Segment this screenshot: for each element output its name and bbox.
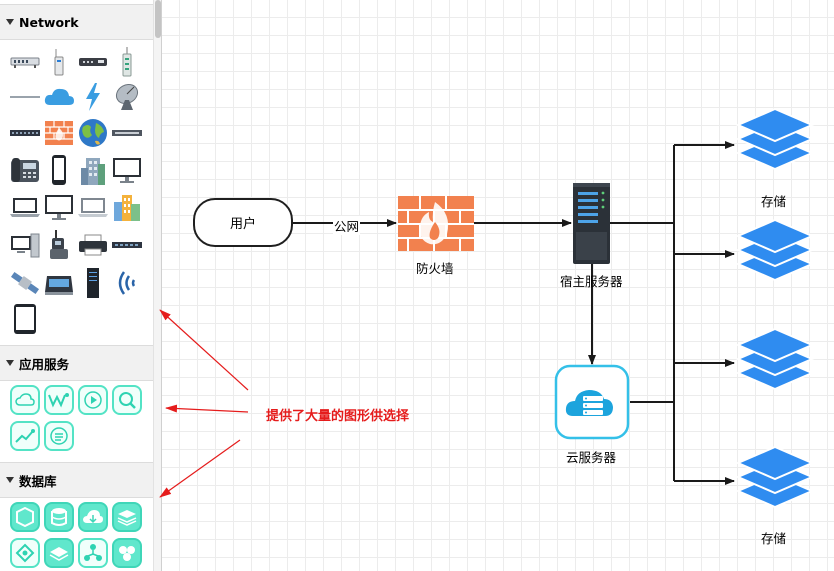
host-server-node[interactable] (573, 183, 610, 264)
printer-shape-icon[interactable] (76, 228, 110, 262)
rack-switch-shape-icon[interactable] (110, 116, 144, 150)
web-service-shape-icon[interactable] (42, 383, 76, 417)
search-service-shape-icon[interactable] (110, 383, 144, 417)
lightning-bolt-shape-icon[interactable] (76, 80, 110, 114)
server-tower-shape-icon[interactable] (76, 266, 110, 300)
database-layers-shape-icon[interactable] (110, 500, 144, 534)
office-building-shape-icon[interactable] (76, 153, 110, 187)
tablet-shape-icon[interactable] (8, 302, 42, 336)
globe-shape-icon[interactable] (76, 116, 110, 150)
wireless-phone-shape-icon[interactable] (42, 228, 76, 262)
section-header-app-services[interactable]: 应用服务 (0, 345, 153, 381)
user-node[interactable]: 用户 (193, 198, 293, 247)
switch-shape-icon[interactable] (8, 45, 42, 79)
laptop-shape-icon[interactable] (8, 190, 42, 224)
app-services-shape-grid (0, 381, 153, 461)
mobile-phone-shape-icon[interactable] (42, 153, 76, 187)
desktop-monitor-shape-icon[interactable] (42, 190, 76, 224)
section-header-database[interactable]: 数据库 (0, 462, 153, 498)
cloud-server-label: 云服务器 (566, 450, 617, 465)
satellite-shape-icon[interactable] (8, 266, 42, 300)
patch-panel-shape-icon[interactable] (8, 116, 42, 150)
database-shape-grid (0, 498, 153, 571)
shape-library-sidebar: Network (0, 0, 153, 571)
database-cylinder-shape-icon[interactable] (42, 500, 76, 534)
storage-node-2[interactable] (735, 218, 815, 282)
storage-label-bottom: 存储 (761, 531, 787, 546)
annotation-arrows (159, 309, 249, 498)
database-cells-shape-icon[interactable] (110, 536, 144, 570)
edge-label-public-network: 公网 (333, 216, 361, 235)
radio-waves-shape-icon[interactable] (110, 266, 144, 300)
analytics-service-shape-icon[interactable] (8, 419, 42, 453)
workstation-shape-icon[interactable] (8, 228, 42, 262)
scrollbar-thumb[interactable] (155, 0, 161, 38)
database-cluster-shape-icon[interactable] (8, 536, 42, 570)
storage-node-3[interactable] (735, 327, 815, 391)
tower-antenna-shape-icon[interactable] (110, 45, 144, 79)
cloud-server-node[interactable] (554, 364, 630, 440)
database-hexagon-shape-icon[interactable] (8, 500, 42, 534)
cloud-shape-icon[interactable] (42, 80, 76, 114)
diagram-canvas[interactable] (162, 0, 834, 571)
hub-shape-icon[interactable] (110, 228, 144, 262)
query-service-shape-icon[interactable] (42, 419, 76, 453)
section-title: 数据库 (19, 473, 57, 489)
city-buildings-shape-icon[interactable] (110, 190, 144, 224)
host-server-label: 宿主服务器 (560, 274, 623, 289)
section-header-network[interactable]: Network (0, 4, 153, 40)
database-stack-shape-icon[interactable] (42, 536, 76, 570)
sidebar-scrollbar[interactable] (153, 0, 162, 571)
database-cloud-shape-icon[interactable] (76, 500, 110, 534)
router-shape-icon[interactable] (76, 45, 110, 79)
section-title: Network (19, 14, 79, 30)
cloud-service-shape-icon[interactable] (8, 383, 42, 417)
firewall-node[interactable] (398, 196, 474, 251)
storage-node-4[interactable] (735, 445, 815, 509)
storage-label-top: 存储 (761, 194, 787, 209)
satellite-dish-shape-icon[interactable] (110, 80, 144, 114)
cable-shape-icon[interactable] (8, 80, 42, 114)
monitor-shape-icon[interactable] (110, 153, 144, 187)
storage-bus-line[interactable] (673, 141, 735, 485)
firewall-shape-icon[interactable] (42, 116, 76, 150)
user-node-label: 用户 (229, 217, 256, 232)
firewall-label: 防火墙 (416, 261, 454, 276)
media-service-shape-icon[interactable] (76, 383, 110, 417)
storage-node-1[interactable] (735, 107, 815, 171)
collapse-triangle-icon (6, 477, 14, 483)
database-network-shape-icon[interactable] (76, 536, 110, 570)
access-point-shape-icon[interactable] (42, 45, 76, 79)
scanner-shape-icon[interactable] (42, 266, 76, 300)
collapse-triangle-icon (6, 19, 14, 25)
notebook-shape-icon[interactable] (76, 190, 110, 224)
section-title: 应用服务 (19, 356, 70, 372)
network-shape-grid (0, 40, 153, 345)
ip-phone-shape-icon[interactable] (8, 153, 42, 187)
annotation-text: 提供了大量的图形供选择 (266, 409, 410, 424)
collapse-triangle-icon (6, 360, 14, 366)
